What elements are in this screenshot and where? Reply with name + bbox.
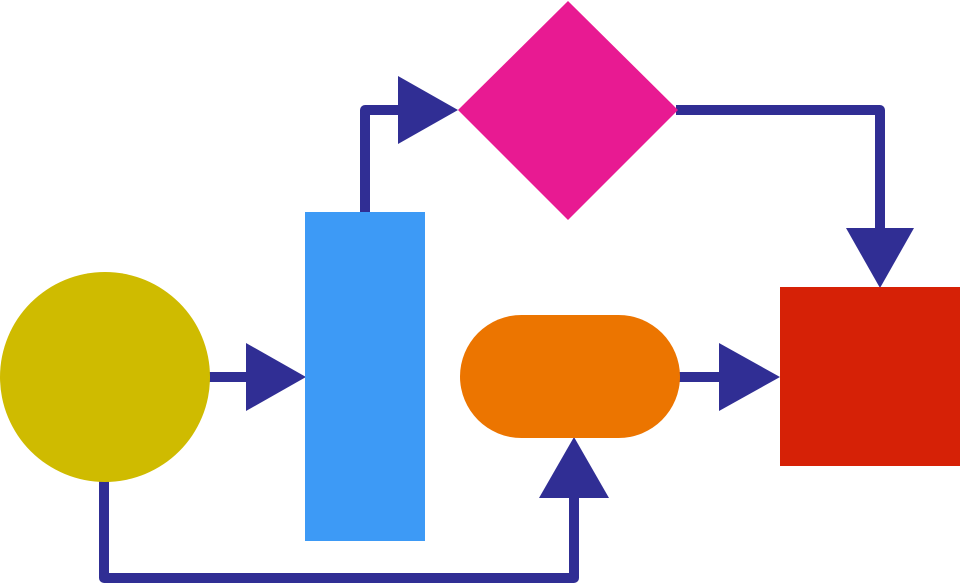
arrowhead-into-terminal bbox=[539, 437, 609, 498]
connectors bbox=[99, 105, 885, 583]
edge-start-to-terminal-line bbox=[99, 480, 579, 583]
arrowheads bbox=[246, 76, 914, 498]
arrowhead-into-end-from-terminal bbox=[719, 343, 780, 411]
terminal-node-pill bbox=[460, 315, 680, 438]
nodes bbox=[0, 1, 960, 541]
edge-decision-to-end-line bbox=[676, 105, 885, 232]
arrowhead-into-process bbox=[246, 343, 306, 411]
process-node-rectangle bbox=[305, 212, 425, 541]
decision-node-diamond bbox=[458, 1, 678, 220]
edge-process-to-decision-line bbox=[360, 105, 402, 213]
start-node-circle bbox=[0, 272, 210, 482]
end-node-square bbox=[780, 287, 960, 466]
arrowhead-into-end-from-decision bbox=[846, 228, 914, 288]
arrowhead-into-decision bbox=[398, 76, 458, 144]
